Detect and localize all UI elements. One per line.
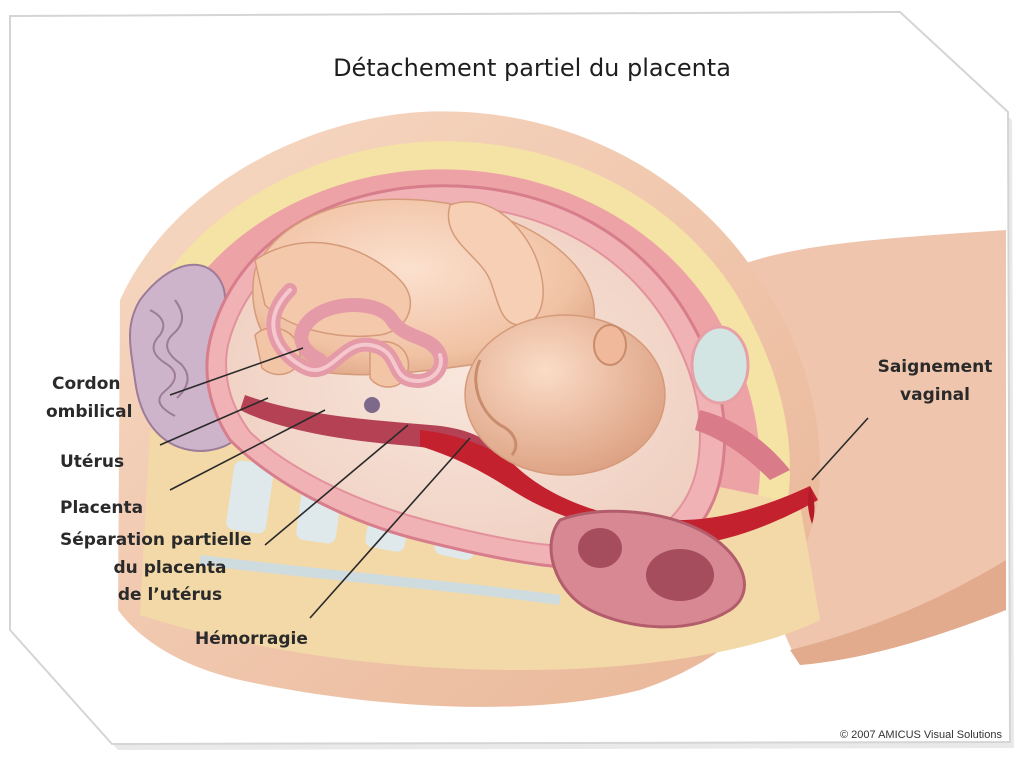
bladder (692, 327, 748, 403)
label-placenta: Placenta (60, 498, 143, 518)
cord-insertion (364, 397, 380, 413)
label-uterus: Utérus (60, 452, 124, 472)
label-separation-line1: Séparation partielle (60, 530, 252, 550)
label-saignement-line1: Saignement (878, 357, 993, 377)
label-cordon-line2: ombilical (46, 402, 132, 422)
diagram-title: Détachement partiel du placenta (333, 54, 731, 82)
copyright-notice: © 2007 AMICUS Visual Solutions (840, 729, 1002, 741)
label-saignement-line2: vaginal (900, 385, 970, 405)
label-cordon-line1: Cordon (52, 374, 121, 394)
fetus-head (465, 315, 665, 475)
fetus-ear (594, 325, 626, 365)
rectum-lumen (578, 528, 622, 568)
label-separation-line2: du placenta (114, 558, 227, 578)
label-separation-line3: de l’utérus (118, 585, 222, 605)
colon-lumen (646, 549, 714, 601)
label-hemorragie: Hémorragie (195, 629, 308, 649)
